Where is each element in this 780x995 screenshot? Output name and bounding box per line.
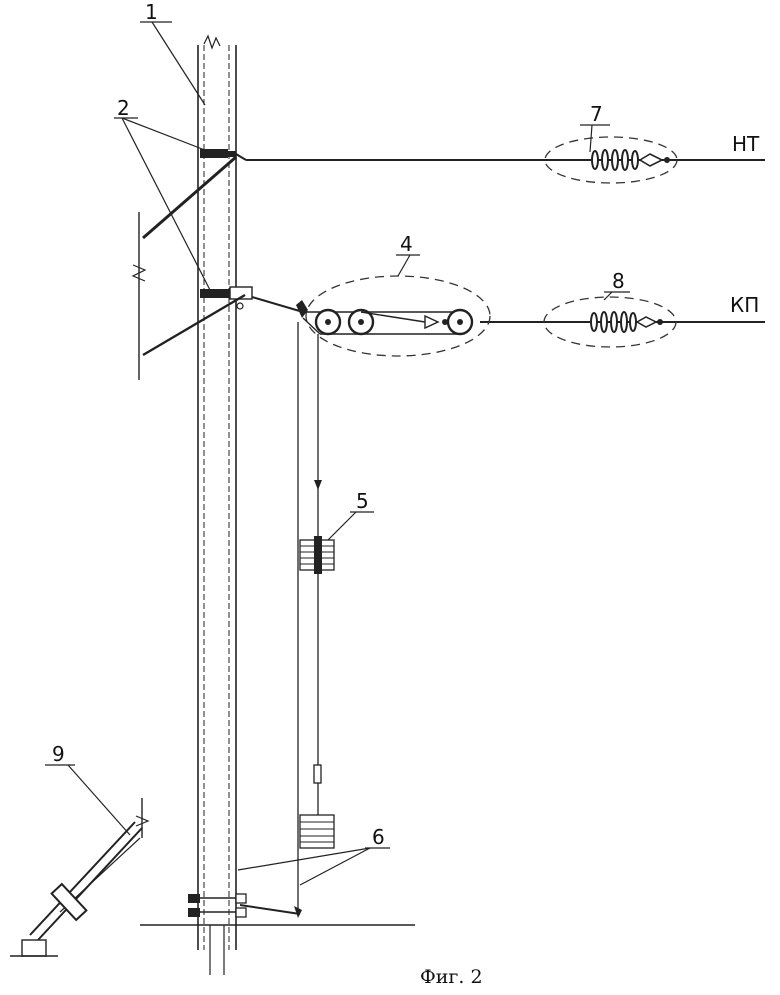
compensator-ropes bbox=[297, 322, 322, 912]
figure-caption: Фиг. 2 bbox=[420, 966, 483, 988]
label-1: 1 bbox=[145, 0, 158, 24]
mast bbox=[197, 34, 237, 975]
label-9: 9 bbox=[52, 742, 65, 766]
weight-stack-upper bbox=[299, 536, 335, 574]
upper-bracket bbox=[142, 149, 247, 240]
label-nt: НТ bbox=[732, 132, 760, 156]
label-7: 7 bbox=[590, 102, 603, 126]
strut-inset-9 bbox=[10, 798, 150, 957]
bottom-anchor bbox=[188, 893, 302, 918]
weight-stack-lower bbox=[299, 814, 335, 849]
label-8: 8 bbox=[612, 269, 625, 293]
leader-lines bbox=[45, 21, 630, 886]
insulator-8 bbox=[543, 296, 677, 348]
compensator-pulley-block-4 bbox=[296, 275, 491, 357]
label-6: 6 bbox=[372, 825, 385, 849]
insulator-7 bbox=[544, 136, 678, 184]
label-kp: КП bbox=[730, 293, 759, 317]
label-5: 5 bbox=[356, 489, 369, 513]
label-2: 2 bbox=[117, 96, 130, 120]
label-4: 4 bbox=[400, 232, 413, 256]
lower-bracket bbox=[131, 212, 253, 380]
